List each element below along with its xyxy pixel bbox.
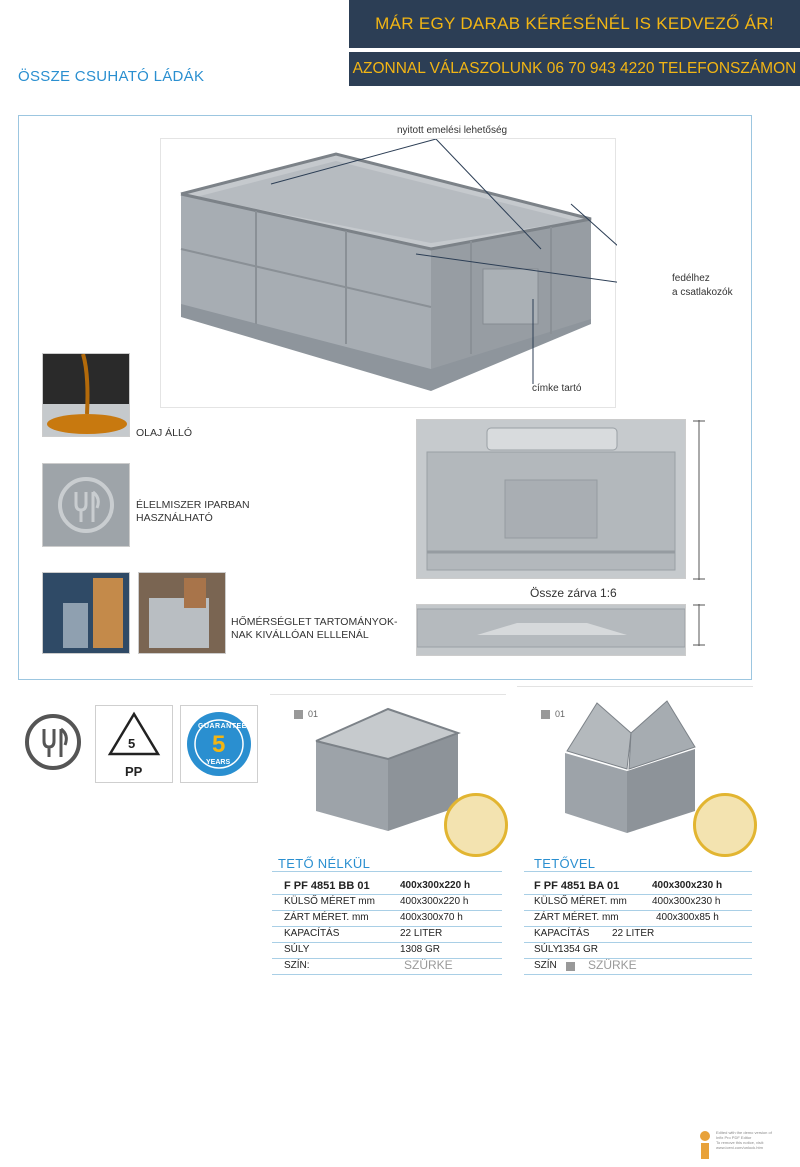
spec-row: SÚLY 1354 GR xyxy=(524,943,752,959)
callout-lift: nyitott emelési lehetőség xyxy=(397,125,508,136)
page-title: ÖSSZE CSUHATÓ LÁDÁK xyxy=(18,68,205,85)
banner-phone: AZONNAL VÁLASZOLUNK 06 70 943 4220 TELEF… xyxy=(349,52,800,86)
crate-drawing xyxy=(180,138,667,391)
crate-illustration xyxy=(160,138,667,408)
recycle-pp-badge: 5 PP xyxy=(95,705,173,783)
guarantee-years: YEARS xyxy=(206,759,231,766)
spec-row: SÚLY 1308 GR xyxy=(272,943,502,959)
height-marker-open xyxy=(693,420,705,580)
spec-title: TETŐ NÉLKÜL xyxy=(278,856,371,871)
callout-lid-1: fedélhez xyxy=(672,273,710,284)
folded-topview-photo xyxy=(416,419,686,579)
detail-zoom-circle xyxy=(444,793,508,857)
product-code-dim: 400x300x220 h xyxy=(400,880,471,891)
height-marker-folded xyxy=(693,604,705,646)
feature-temp-line2: NAK KIVÁLLÓAN ELLLENÁL xyxy=(231,629,369,641)
guarantee-badge: GUARANTEE 5 YEARS xyxy=(180,705,258,783)
variant-tag: 01 xyxy=(308,709,319,719)
feature-temp-line1: HŐMÉRSÉGLET TARTOMÁNYOK- xyxy=(231,616,398,628)
feature-food-line1: ÉLELMISZER IPARBAN xyxy=(136,499,250,511)
cold-photo xyxy=(42,572,130,654)
variant-swatch xyxy=(541,710,550,719)
feature-oil-label: OLAJ ÁLLÓ xyxy=(136,427,193,439)
variant-swatch xyxy=(294,710,303,719)
main-section-frame xyxy=(18,115,752,680)
recycle-material: PP xyxy=(125,764,143,779)
detail-zoom-circle xyxy=(693,793,757,857)
folded-caption: Össze zárva 1:6 xyxy=(530,586,617,600)
food-safe-badge-icon xyxy=(24,713,82,771)
guarantee-word: GUARANTEE xyxy=(198,723,247,730)
spec-code-row: F PF 4851 BB 01 400x300x220 h xyxy=(272,879,502,895)
crate-lidded-drawing xyxy=(565,700,696,833)
product-code-dim: 400x300x230 h xyxy=(652,880,723,891)
variant-tag: 01 xyxy=(555,709,566,719)
oil-photo xyxy=(42,353,130,437)
callout-label-holder: címke tartó xyxy=(532,383,582,394)
folded-side-photo xyxy=(416,604,686,656)
recycle-icon xyxy=(107,711,161,756)
crate-open-drawing xyxy=(315,707,461,831)
spec-color-row: SZÍN SZÜRKE xyxy=(524,958,752,975)
spec-row: KÜLSŐ MÉRET. mm 400x300x230 h xyxy=(524,895,752,911)
spec-table-with-lid: TETŐVEL F PF 4851 BA 01 400x300x230 h KÜ… xyxy=(524,855,752,975)
spec-table-no-lid: TETŐ NÉLKÜL F PF 4851 BB 01 400x300x220 … xyxy=(272,855,502,975)
pdf-editor-watermark: Edited with the demo version of Infix Pr… xyxy=(716,1130,772,1150)
spec-row: KAPACÍTÁS 22 LITER xyxy=(272,927,502,943)
spec-color-row: SZÍN: SZÜRKE xyxy=(272,958,502,975)
product-code: F PF 4851 BB 01 xyxy=(284,880,370,892)
feature-food-line2: HASZNÁLHATÓ xyxy=(136,512,213,524)
color-swatch xyxy=(566,962,575,971)
spec-title: TETŐVEL xyxy=(534,856,596,871)
food-safe-photo xyxy=(42,463,130,547)
product-1-photo: 01 xyxy=(270,694,508,857)
banner-top: MÁR EGY DARAB KÉRÉSÉNÉL IS KEDVEZŐ ÁR! xyxy=(349,0,800,48)
recycle-number: 5 xyxy=(128,736,136,751)
spec-row: ZÁRT MÉRET. mm 400x300x70 h xyxy=(272,911,502,927)
spec-row: KÜLSŐ MÉRET mm 400x300x220 h xyxy=(272,895,502,911)
product-2-photo: 01 xyxy=(517,686,757,857)
food-safe-icon xyxy=(58,477,114,533)
guarantee-seal-icon xyxy=(187,712,251,776)
spec-row: ZÁRT MÉRET. mm 400x300x85 h xyxy=(524,911,752,927)
guarantee-number: 5 xyxy=(212,731,226,758)
heat-photo xyxy=(138,572,226,654)
product-code: F PF 4851 BA 01 xyxy=(534,880,620,892)
infix-logo-icon xyxy=(698,1130,712,1160)
callout-lid-2: a csatlakozók xyxy=(672,287,733,298)
spec-code-row: F PF 4851 BA 01 400x300x230 h xyxy=(524,879,752,895)
spec-row: KAPACÍTÁS 22 LITER xyxy=(524,927,752,943)
